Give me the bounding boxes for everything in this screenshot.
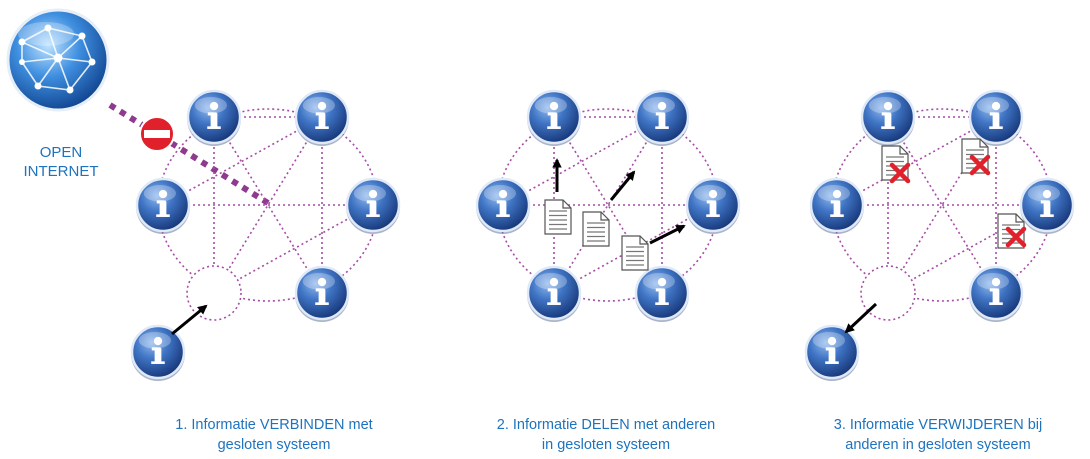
document-icon xyxy=(582,211,610,247)
internet-label-line1: OPEN xyxy=(39,144,83,161)
red-cross-icon xyxy=(1005,226,1027,248)
info-icon xyxy=(685,177,741,234)
info-icon xyxy=(345,177,401,234)
caption-step-3-line1: 3. Informatie VERWIJDEREN bij xyxy=(833,417,1043,433)
info-icon xyxy=(804,324,860,381)
info-icon xyxy=(135,177,191,234)
info-icon xyxy=(634,89,690,146)
document-icon xyxy=(544,199,572,235)
info-icon xyxy=(186,89,242,146)
share-arrow xyxy=(649,224,686,245)
empty-node-slot xyxy=(186,265,242,321)
red-cross-icon xyxy=(969,154,991,176)
panel-delete xyxy=(804,89,1075,381)
no-entry-icon xyxy=(139,116,175,152)
share-arrow xyxy=(609,170,636,201)
info-icon xyxy=(809,177,865,234)
network-connections xyxy=(497,108,719,302)
panel-connect xyxy=(130,89,401,381)
info-icon xyxy=(130,324,186,381)
caption-step-2-line2: in gesloten systeem xyxy=(541,437,671,453)
info-icon xyxy=(526,265,582,322)
caption-step-1: 1. Informatie VERBINDEN met gesloten sys… xyxy=(124,415,424,455)
info-icon xyxy=(526,89,582,146)
network-connections xyxy=(157,108,379,302)
caption-step-2: 2. Informatie DELEN met anderen in geslo… xyxy=(456,415,756,455)
info-icon xyxy=(294,89,350,146)
caption-step-3-line2: anderen in gesloten systeem xyxy=(845,437,1031,453)
globe-network-icon xyxy=(6,8,110,112)
info-icon xyxy=(1019,177,1075,234)
open-internet-label: OPEN INTERNET xyxy=(0,143,122,181)
document-icon xyxy=(621,235,649,271)
disconnect-arrow xyxy=(844,302,878,334)
info-icon xyxy=(968,89,1024,146)
caption-step-2-line1: 2. Informatie DELEN met anderen xyxy=(496,417,716,433)
caption-step-1-line1: 1. Informatie VERBINDEN met xyxy=(175,417,373,433)
caption-step-3: 3. Informatie VERWIJDEREN bij anderen in… xyxy=(788,415,1088,455)
info-icon xyxy=(968,265,1024,322)
internet-label-line2: INTERNET xyxy=(23,163,99,180)
info-icon xyxy=(860,89,916,146)
info-icon xyxy=(475,177,531,234)
network-connections xyxy=(831,108,1053,302)
panel-share xyxy=(475,89,741,322)
red-cross-icon xyxy=(889,162,911,184)
connect-arrow xyxy=(171,304,208,336)
info-icon xyxy=(294,265,350,322)
info-icon xyxy=(634,265,690,322)
caption-step-1-line2: gesloten systeem xyxy=(217,437,331,453)
